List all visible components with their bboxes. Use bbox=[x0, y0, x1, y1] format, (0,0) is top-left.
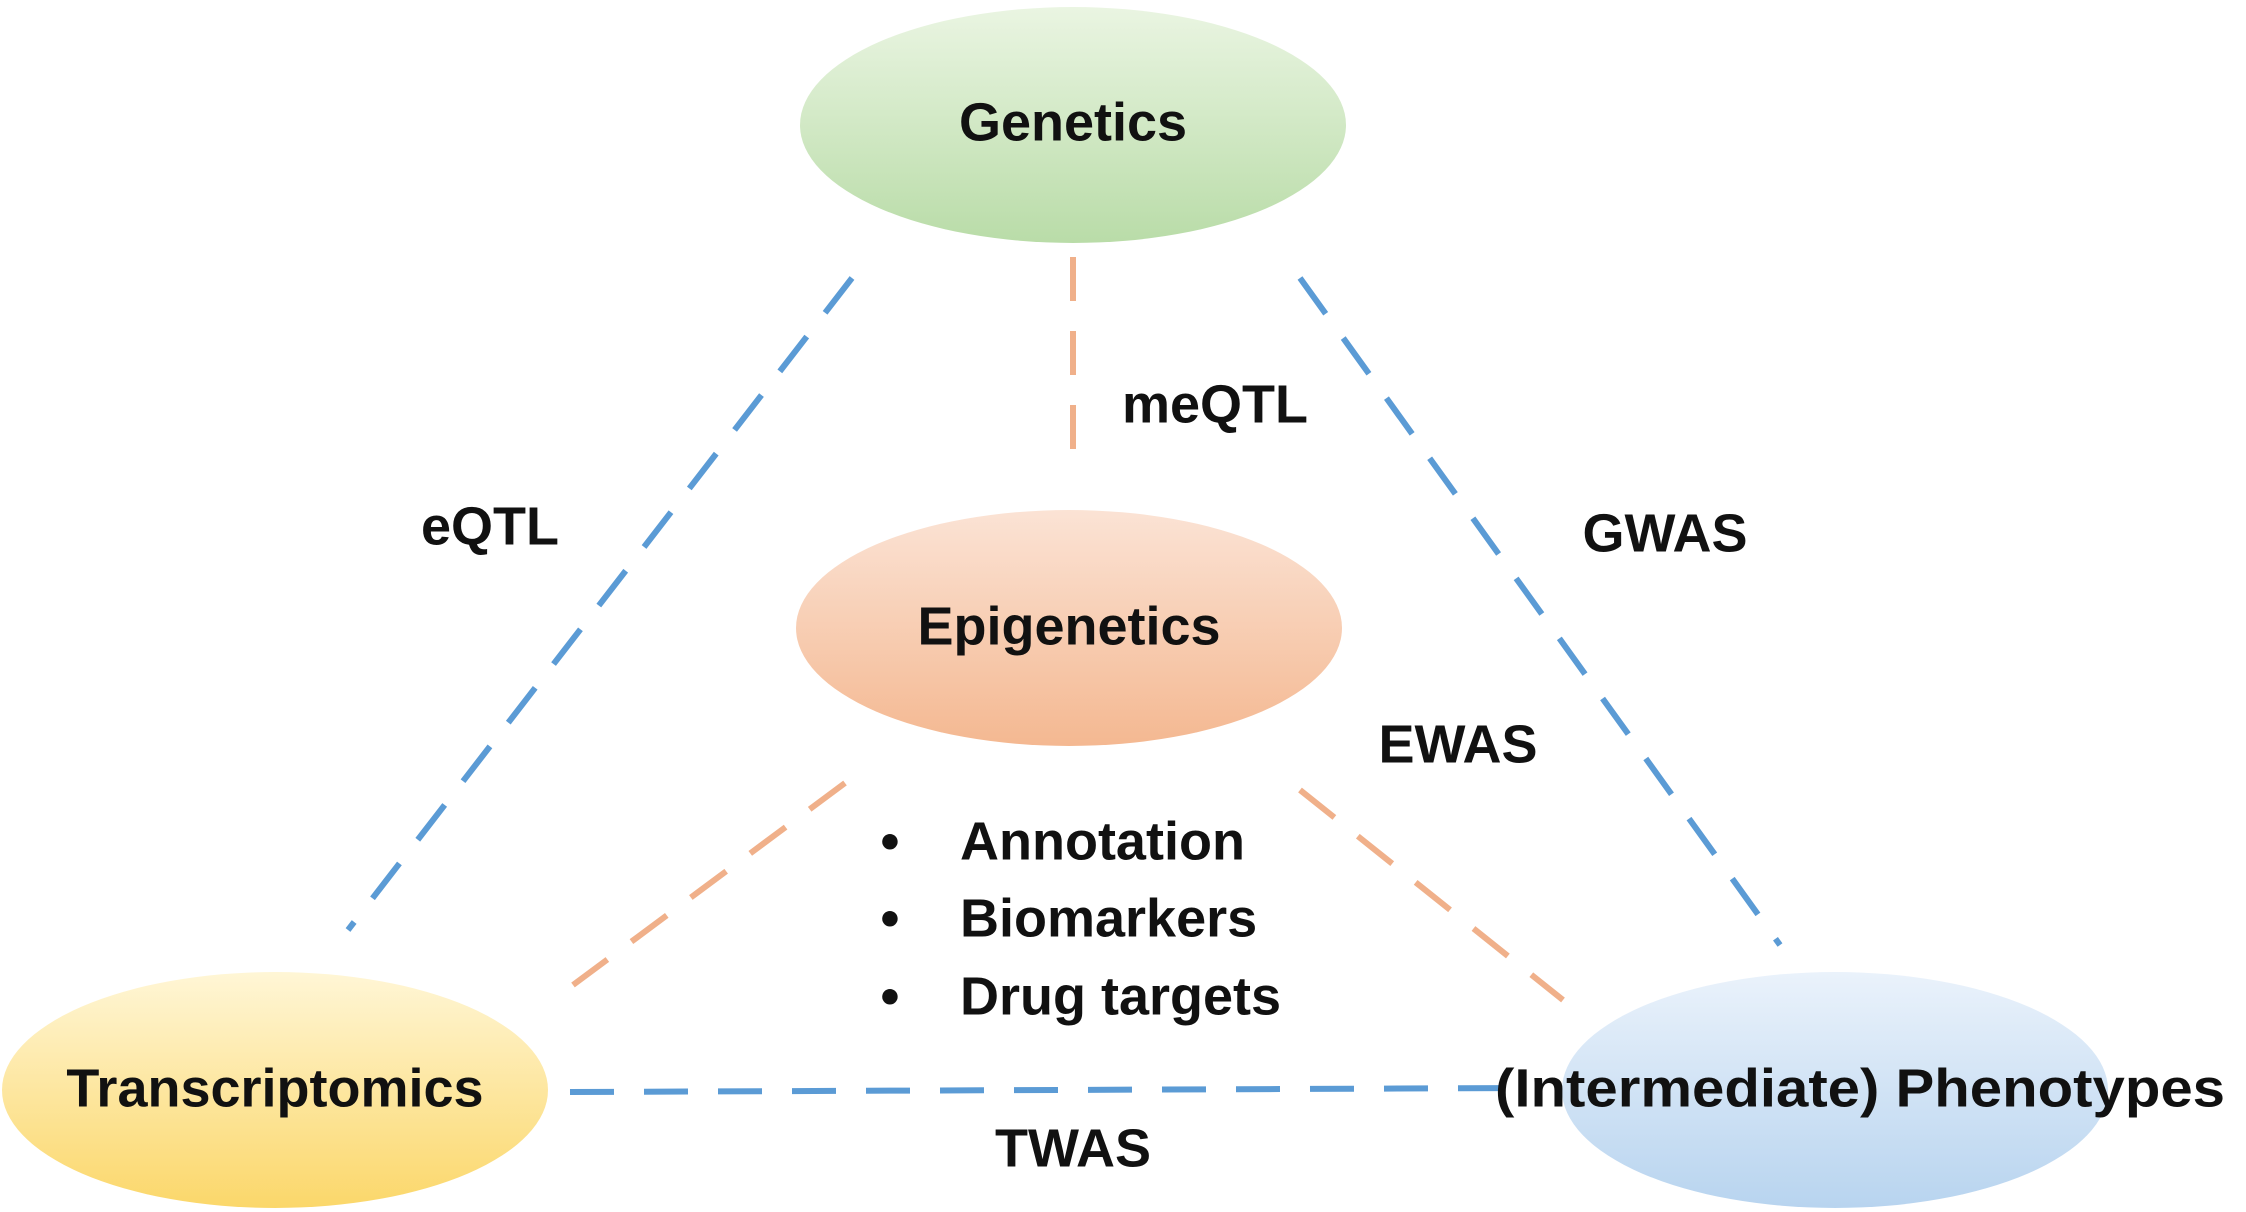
edge-label-gwas: GWAS bbox=[1582, 503, 1747, 563]
edge-ewas-line bbox=[1298, 787, 1565, 1003]
phenotypes-ellipse bbox=[1562, 972, 2108, 1208]
node-epigenetics: Epigenetics bbox=[796, 510, 1342, 746]
edge-epigenetics-transcriptomics-line bbox=[571, 780, 847, 988]
bullet-item: • Drug targets bbox=[881, 966, 1282, 1026]
genetics-label: Genetics bbox=[959, 92, 1187, 152]
bullet-item: • Annotation bbox=[881, 811, 1245, 871]
bullet-item-label: Drug targets bbox=[960, 966, 1281, 1026]
bullet-symbol: • bbox=[881, 811, 900, 871]
edge-eqtl-line bbox=[345, 276, 855, 932]
bullet-item-label: Biomarkers bbox=[960, 888, 1257, 948]
transcriptomics-ellipse bbox=[2, 972, 548, 1208]
bullet-item-label: Annotation bbox=[960, 811, 1245, 871]
bullet-symbol: • bbox=[881, 966, 900, 1026]
node-genetics: Genetics bbox=[800, 7, 1346, 243]
edge-label-ewas: EWAS bbox=[1378, 714, 1537, 774]
epigenetics-ellipse bbox=[796, 510, 1342, 746]
bullet-list: • Annotation • Biomarkers • Drug targets bbox=[881, 811, 1282, 1026]
edge-gwas-line bbox=[1297, 276, 1783, 947]
node-phenotypes: (Intermediate) Phenotypes bbox=[1495, 972, 2225, 1208]
edge-label-meqtl: meQTL bbox=[1122, 374, 1308, 434]
edge-label-eqtl: eQTL bbox=[421, 496, 559, 556]
transcriptomics-label: Transcriptomics bbox=[66, 1058, 483, 1118]
node-transcriptomics: Transcriptomics bbox=[2, 972, 548, 1208]
epigenetics-label: Epigenetics bbox=[917, 596, 1220, 656]
bullet-item: • Biomarkers bbox=[881, 888, 1258, 948]
phenotypes-label: (Intermediate) Phenotypes bbox=[1495, 1058, 2225, 1118]
edge-twas-line bbox=[569, 1085, 1526, 1095]
genetics-ellipse bbox=[800, 7, 1346, 243]
edge-label-twas: TWAS bbox=[995, 1118, 1151, 1178]
bullet-symbol: • bbox=[881, 888, 900, 948]
